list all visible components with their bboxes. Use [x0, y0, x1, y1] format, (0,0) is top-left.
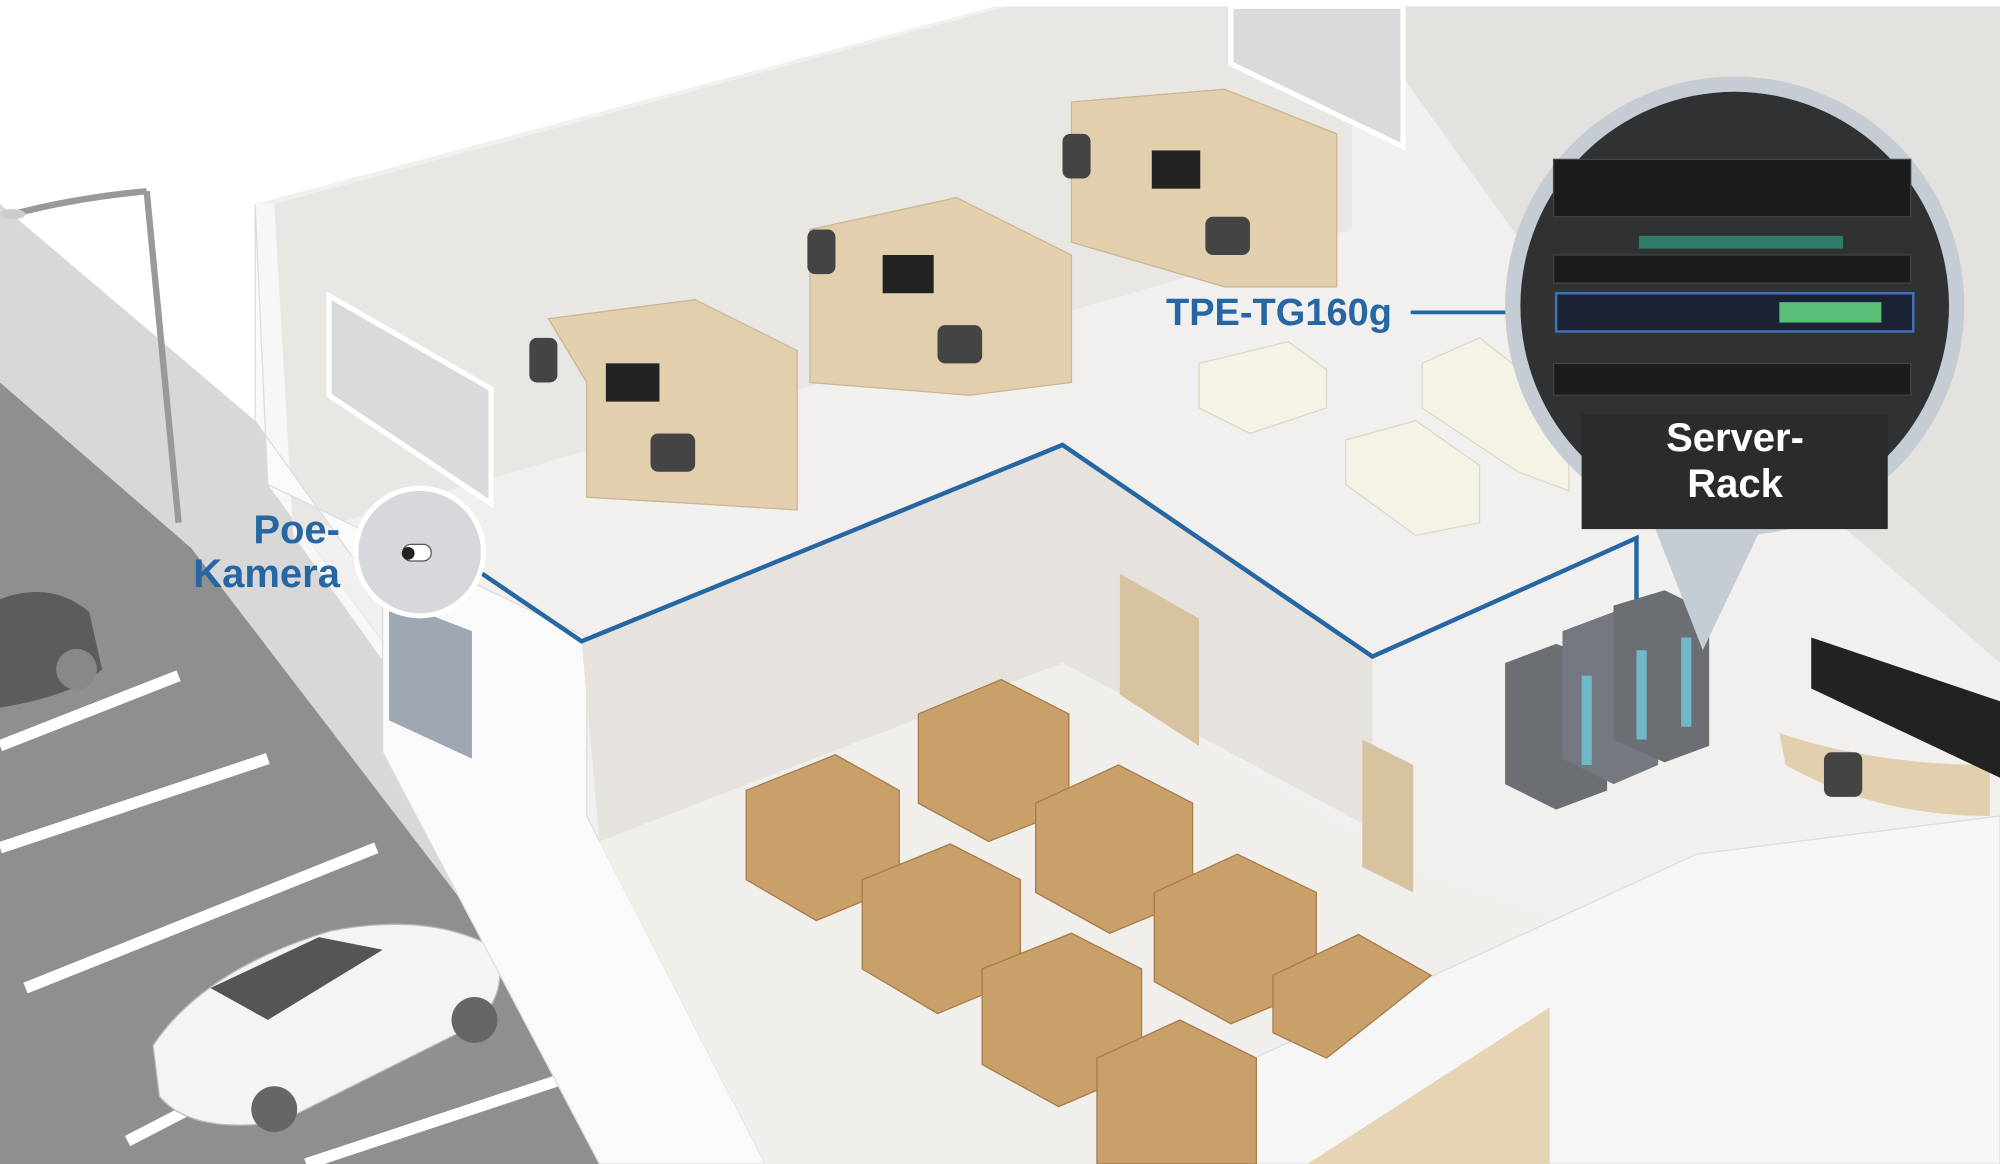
rack-label-line2: Rack — [1687, 462, 1783, 506]
camera-label: Poe- Kamera — [185, 508, 340, 596]
network-cable — [480, 442, 1639, 660]
rack-label: Server- Rack — [1600, 415, 1870, 507]
camera-label-line2: Kamera — [193, 552, 340, 596]
camera-label-line1: Poe- — [253, 508, 340, 552]
control-desk — [1779, 637, 2000, 816]
wall-panel — [1307, 1007, 1550, 1164]
server-rack-callout — [1505, 76, 1965, 651]
server-rack-icon — [1505, 590, 1710, 810]
server-room-door — [1362, 739, 1414, 893]
street-lamp-icon — [0, 188, 182, 524]
camera-icon — [401, 543, 432, 562]
camera-callout — [353, 485, 486, 619]
car-icon — [0, 592, 103, 708]
sofa — [1198, 337, 1570, 537]
monitor-icon — [605, 150, 1201, 402]
door — [389, 599, 472, 759]
pallet-boxes — [745, 678, 1433, 1164]
outer-left-wall — [255, 203, 472, 765]
switch-label: TPE-TG160g — [1166, 292, 1392, 334]
chair-icon — [529, 133, 1250, 472]
car-icon — [152, 923, 501, 1133]
warehouse-back-wall — [581, 444, 1373, 842]
window — [326, 3, 1406, 509]
network-switch-icon — [1554, 291, 1915, 333]
rack-label-line1: Server- — [1666, 416, 1804, 460]
cubicle-group — [547, 88, 1338, 511]
warehouse-door — [1119, 573, 1199, 746]
